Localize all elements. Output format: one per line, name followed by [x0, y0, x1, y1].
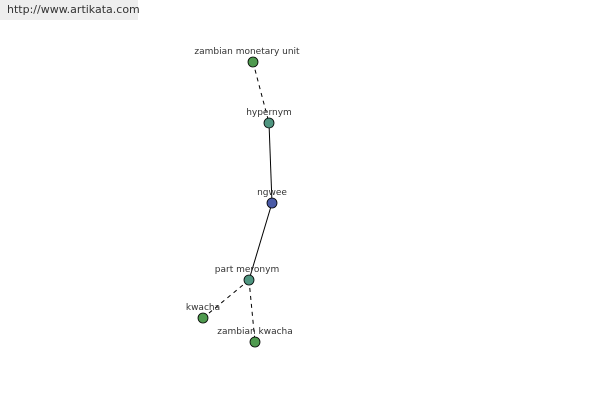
node-zambian-monetary-unit[interactable]: zambian monetary unit: [194, 47, 300, 68]
node-kwacha[interactable]: kwacha: [186, 303, 220, 324]
node-circle-relation[interactable]: [243, 274, 255, 286]
node-hypernym[interactable]: hypernym: [246, 108, 292, 129]
node-label[interactable]: zambian monetary unit: [194, 47, 300, 57]
watermark-url[interactable]: http://www.artikata.com: [0, 0, 140, 20]
node-label[interactable]: zambian kwacha: [217, 327, 293, 337]
node-circle-relation[interactable]: [263, 117, 275, 129]
node-circle-center[interactable]: [266, 197, 278, 209]
node-circle-leaf[interactable]: [247, 56, 259, 68]
node-label[interactable]: kwacha: [186, 303, 220, 313]
node-circle-leaf[interactable]: [197, 312, 209, 324]
edge-part-meronym-to-zambian-kwacha: [248, 279, 256, 343]
node-circle-leaf[interactable]: [249, 336, 261, 348]
node-label[interactable]: part meronym: [215, 265, 279, 275]
node-ngwee[interactable]: ngwee: [257, 188, 287, 209]
node-label[interactable]: hypernym: [246, 108, 292, 118]
node-part-meronym[interactable]: part meronym: [215, 265, 279, 286]
nodes-layer: zambian monetary unit hypernym ngwee part m…: [186, 47, 300, 348]
node-label[interactable]: ngwee: [257, 188, 287, 198]
edge-ngwee-to-part-meronym: [248, 202, 273, 281]
node-zambian-kwacha[interactable]: zambian kwacha: [217, 327, 293, 348]
edge-part-meronym-to-kwacha: [202, 279, 250, 319]
edge-zambian-monetary-unit-to-hypernym: [252, 61, 270, 124]
edges-layer: [202, 61, 273, 343]
edge-hypernym-to-ngwee: [268, 122, 273, 204]
